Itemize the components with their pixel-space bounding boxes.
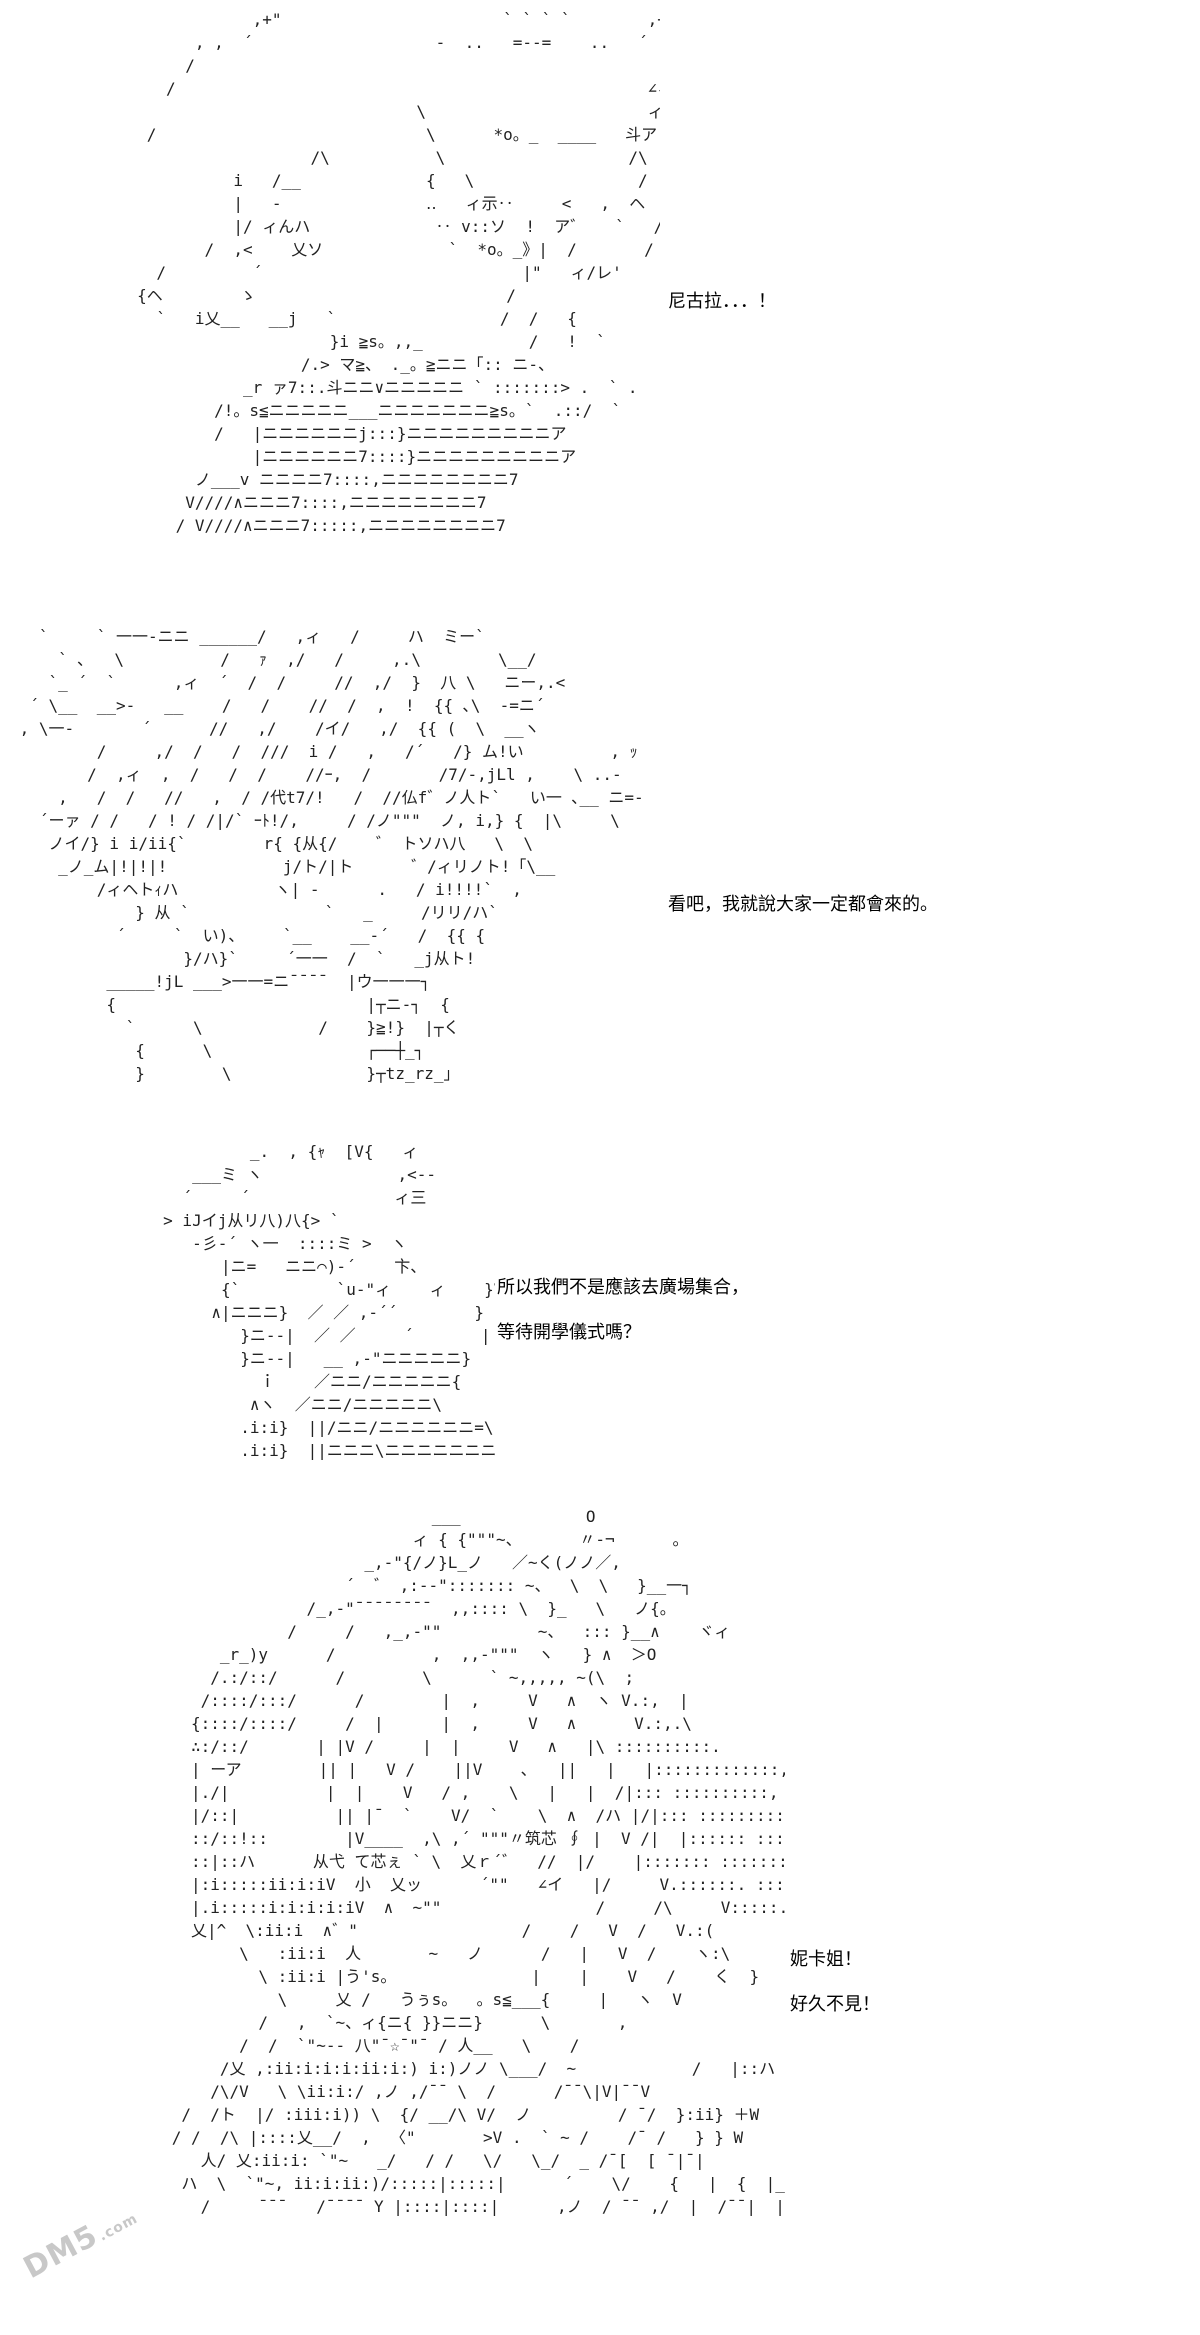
manga-panel-2: ` ` 一一-ニニ ______/ ,ィ / ハ ミー` ` ､ \ / ｧ ,… [0, 625, 1200, 1120]
ascii-art-character-3: _. , {ｬ [V{ ィ ___ミ ヽ ,<-- ´ ´ ィ三 > iJイj从… [163, 1142, 495, 1460]
dialogue-line: 等待開學儀式嗎？ [497, 1322, 641, 1343]
ascii-art-character-2: ` ` 一一-ニニ ______/ ,ィ / ハ ミー` ` ､ \ / ｧ ,… [19, 627, 644, 1083]
dialogue-line: 好久不見！ [790, 1994, 880, 2015]
ascii-art-character-1: ,+" ` ` ` ` ,+" / , , ´ - .. =--= .. ´ /… [137, 10, 660, 535]
dialogue-line: 尼古拉．．．！ [668, 291, 776, 312]
dialogue-line: 所以我們不是應該去廣場集合， [497, 1277, 749, 1298]
dialogue-line: 看吧，我就說大家一定都會來的。 [668, 894, 938, 915]
manga-panel-4: ___ O ィ { {"""~、 〃-¬ 。 _,-"{/ノ}L_ノ ／~く(ノ… [0, 1505, 1200, 2335]
ascii-art-character-4: ___ O ィ { {"""~、 〃-¬ 。 _,-"{/ノ}L_ノ ／~く(ノ… [171, 1507, 785, 2216]
dialogue-line: 妮卡姐！ [790, 1949, 862, 1970]
manga-panel-1: ,+" ` ` ` ` ,+" / , , ´ - .. =--= .. ´ /… [0, 0, 1200, 590]
manga-panel-3: _. , {ｬ [V{ ィ ___ミ ヽ ,<-- ´ ´ ィ三 > iJイj从… [0, 1140, 1200, 1480]
